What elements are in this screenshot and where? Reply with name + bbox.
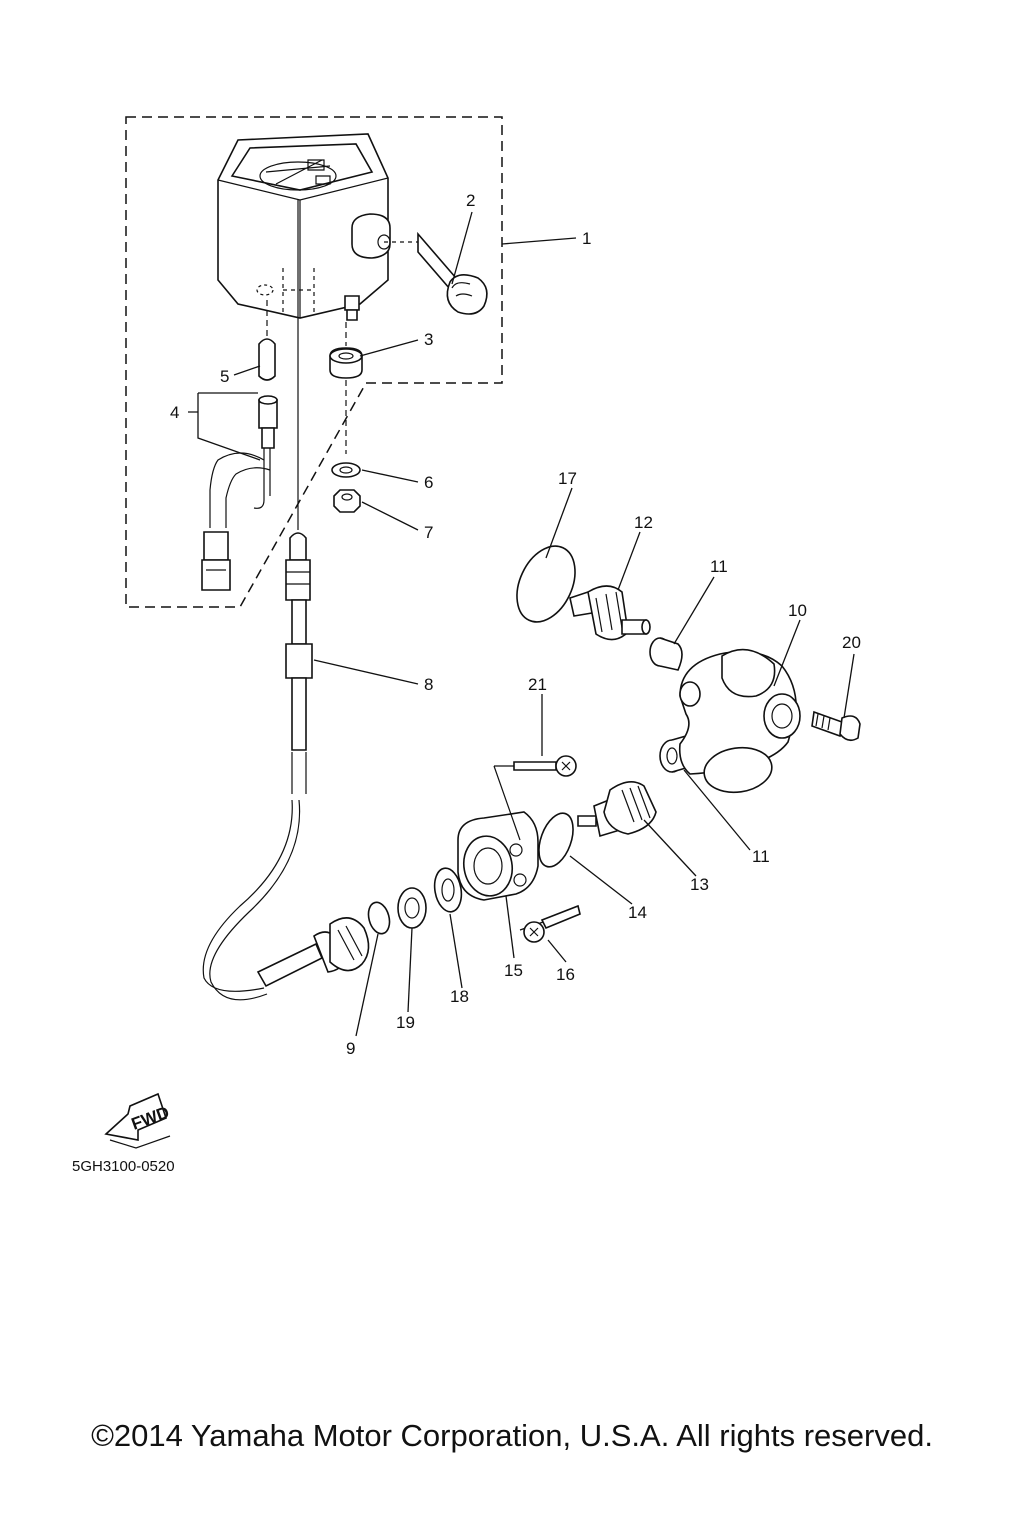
callout-18: 18 <box>450 987 469 1006</box>
callout-numbers: 1 2 3 4 5 6 7 8 9 10 11 11 12 13 14 15 1… <box>170 191 861 1058</box>
callout-6: 6 <box>424 473 433 492</box>
screw-upper <box>493 755 577 841</box>
copyright-notice: ©2014 Yamaha Motor Corporation, U.S.A. A… <box>91 1418 933 1453</box>
callout-21: 21 <box>528 675 547 694</box>
cable-end-fitting <box>256 917 370 988</box>
callout-3: 3 <box>424 330 433 349</box>
driven-gear <box>577 781 657 838</box>
diagram-reference-code: 5GH3100-0520 <box>72 1158 175 1175</box>
speedometer-gear <box>569 585 651 641</box>
callout-11a: 11 <box>710 557 728 576</box>
callout-7: 7 <box>424 523 433 542</box>
bulb-socket-lead <box>201 300 278 591</box>
o-ring-small <box>367 901 391 935</box>
gear-case <box>678 648 801 794</box>
speedometer-cable <box>202 200 313 1001</box>
callout-5: 5 <box>220 367 229 386</box>
callout-17: 17 <box>558 469 577 488</box>
callout-1: 1 <box>582 229 591 248</box>
callout-8: 8 <box>424 675 433 694</box>
callout-20: 20 <box>842 633 861 652</box>
forward-direction-indicator: FWD <box>104 1092 172 1149</box>
callout-12: 12 <box>634 513 653 532</box>
reset-knob <box>384 231 488 315</box>
nut <box>333 489 361 513</box>
gear-housing <box>457 811 539 901</box>
flange-bolt <box>811 710 861 742</box>
callout-10: 10 <box>788 601 807 620</box>
callout-4: 4 <box>170 403 179 422</box>
callout-16: 16 <box>556 965 575 984</box>
o-ring-gasket <box>516 545 576 623</box>
callout-19: 19 <box>396 1013 415 1032</box>
callout-15: 15 <box>504 961 523 980</box>
callout-2: 2 <box>466 191 475 210</box>
speedometer-assembly <box>217 133 391 321</box>
callout-13: 13 <box>690 875 709 894</box>
grommet <box>329 322 363 454</box>
leader-lines <box>188 211 855 1037</box>
callout-14: 14 <box>628 903 647 922</box>
callout-9: 9 <box>346 1039 355 1058</box>
bushing-upper <box>649 637 683 671</box>
callout-11b: 11 <box>752 847 770 866</box>
o-ring-large <box>538 812 574 868</box>
screw-lower <box>519 904 581 943</box>
assembly-boundary <box>125 116 503 608</box>
oil-seal <box>397 887 427 929</box>
thrust-washer <box>433 867 463 913</box>
washer <box>331 462 361 478</box>
